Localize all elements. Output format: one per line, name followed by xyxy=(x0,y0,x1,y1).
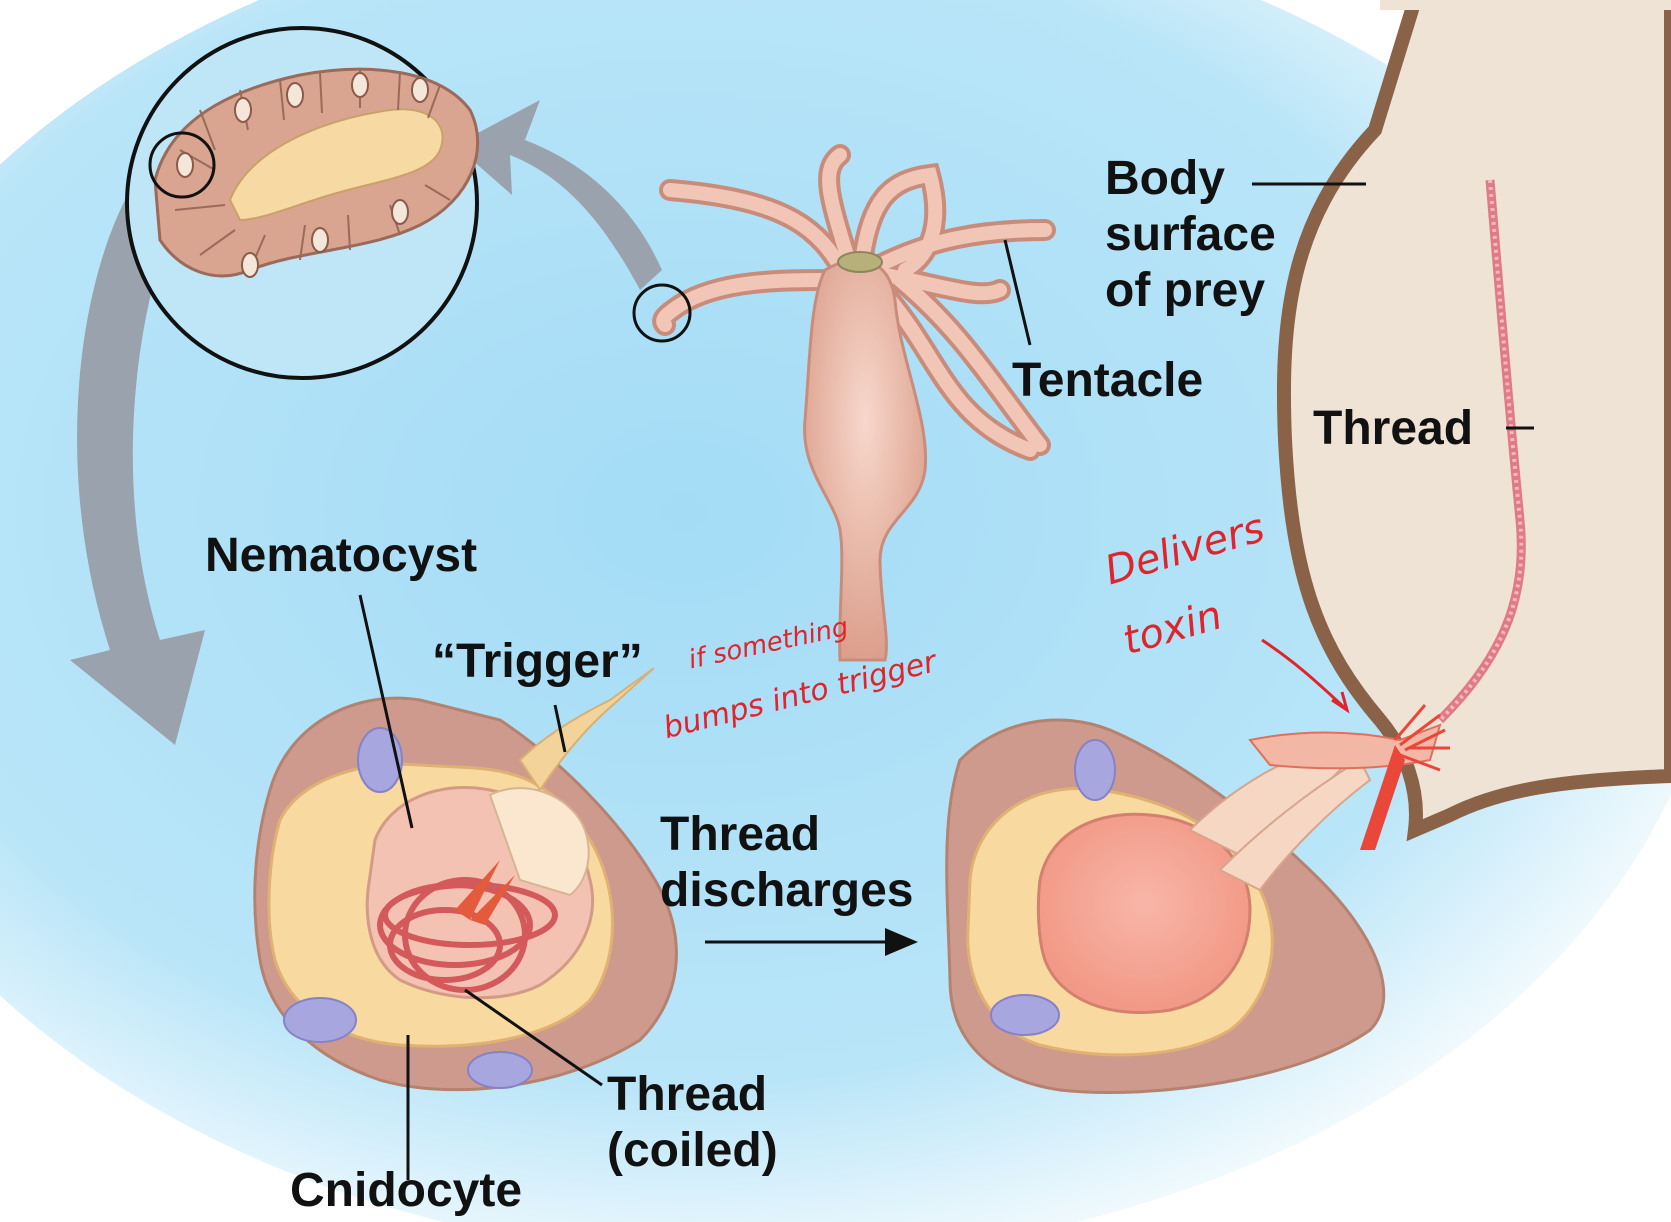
label-cnidocyte: Cnidocyte xyxy=(290,1162,522,1219)
label-thread-discharges-line-1: Thread xyxy=(660,806,820,863)
label-thread-right: Thread xyxy=(1313,400,1473,457)
label-body-surface-line-3: of prey xyxy=(1105,262,1265,319)
label-nematocyst: Nematocyst xyxy=(205,527,477,584)
label-body-surface-line-2: surface xyxy=(1105,206,1276,263)
label-thread-coiled-line-2: (coiled) xyxy=(607,1122,778,1179)
label-trigger: “Trigger” xyxy=(432,633,643,690)
label-thread-coiled-line-1: Thread xyxy=(607,1066,767,1123)
magnified-tentacle-circle xyxy=(127,28,478,378)
label-body-surface-line-1: Body xyxy=(1105,150,1225,207)
label-thread-discharges-line-2: discharges xyxy=(660,862,913,919)
label-tentacle: Tentacle xyxy=(1012,352,1203,409)
